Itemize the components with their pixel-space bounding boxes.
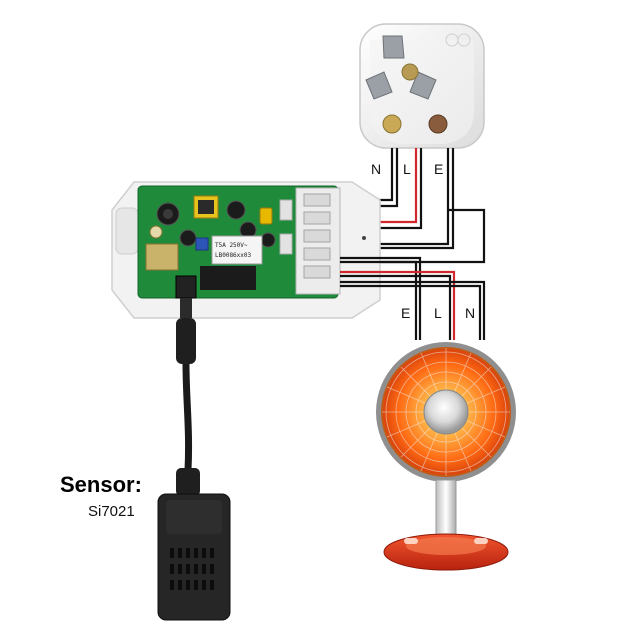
heater-reflector (423, 389, 469, 435)
neutral-wire-out-2 (340, 284, 482, 340)
plug-live-pin (365, 71, 393, 100)
live-wire-out (340, 270, 456, 340)
heater-wire-label-e: E (401, 305, 410, 321)
plug-wire-label-l: L (403, 161, 411, 177)
heater-wire-label-n: N (465, 305, 475, 321)
live-wire-out-2 (340, 274, 452, 340)
neutral-wire-out (340, 280, 486, 340)
capacitor-icon (179, 229, 197, 247)
plug-wire-label-e: E (434, 161, 443, 177)
relay-text-1: T5A 250V~ (215, 242, 248, 249)
sensor-vents (170, 548, 214, 590)
capacitor-icon (260, 232, 276, 248)
power-plug (359, 23, 485, 149)
earth-wire-out-2 (340, 260, 418, 340)
heater-wires (340, 256, 486, 340)
heater-wire-label-l: L (434, 305, 442, 321)
plug-wire-label-n: N (371, 161, 381, 177)
sensor-jack (175, 275, 197, 299)
sensor-title: Sensor: (60, 472, 142, 497)
earth-wire-out (340, 256, 422, 340)
smart-switch-module: T5A 250V~ LB0086xx03 (111, 181, 381, 319)
plug-earth-pin (382, 35, 405, 59)
sensor-model: Si7021 (88, 503, 135, 520)
plug-neutral-pin (409, 71, 437, 100)
terminal-block (279, 187, 341, 295)
heater-pole (435, 479, 457, 537)
relay (211, 235, 263, 265)
space-heater (376, 342, 516, 571)
sensor-probe (157, 298, 231, 621)
relay-text-2: LB0086xx03 (215, 252, 252, 259)
capacitor-icon (226, 200, 246, 220)
